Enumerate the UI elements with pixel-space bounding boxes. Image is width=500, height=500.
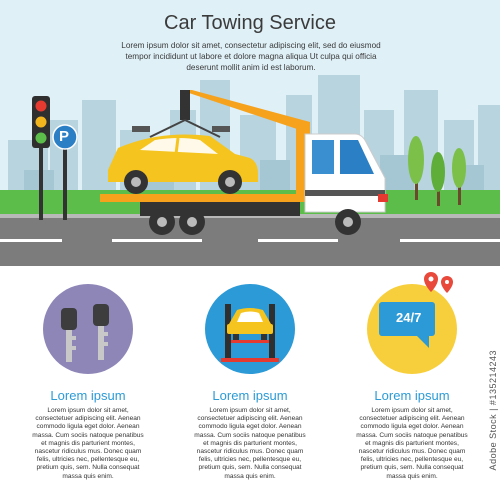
feature-title: Lorem ipsum (50, 388, 126, 403)
parking-sign-icon (52, 124, 78, 220)
feature-description: Lorem ipsum dolor sit amet, consectetuer… (194, 407, 306, 480)
availability-badge: 24/7 (396, 310, 422, 325)
car-keys-icon (61, 304, 109, 362)
hero-description: Lorem ipsum dolor sit amet, consectetur … (121, 41, 381, 72)
features-section: Lorem ipsum Lorem ipsum dolor sit amet, … (0, 266, 500, 500)
24-7-chat-icon (379, 272, 453, 348)
car-lift-icon (221, 304, 279, 362)
road-marking (0, 239, 62, 242)
feature-title: Lorem ipsum (374, 388, 450, 403)
road-marking (258, 239, 338, 242)
feature-circle (43, 284, 133, 374)
tow-truck-illustration (100, 90, 388, 235)
curb (0, 214, 500, 219)
page-title: Car Towing Service (164, 12, 336, 34)
feature-description: Lorem ipsum dolor sit amet, consectetuer… (356, 407, 468, 480)
road (0, 218, 500, 266)
hero-banner: P Car Towing Service Lorem i (0, 0, 500, 266)
road-marking (112, 239, 202, 242)
feature-title: Lorem ipsum (212, 388, 288, 403)
trees (408, 136, 466, 206)
stock-watermark: Adobe Stock | #135214243 (488, 350, 498, 471)
feature-description: Lorem ipsum dolor sit amet, consectetuer… (32, 407, 144, 480)
road-marking (400, 239, 500, 242)
parking-sign-letter: P (59, 128, 70, 145)
traffic-light-icon (32, 96, 50, 220)
